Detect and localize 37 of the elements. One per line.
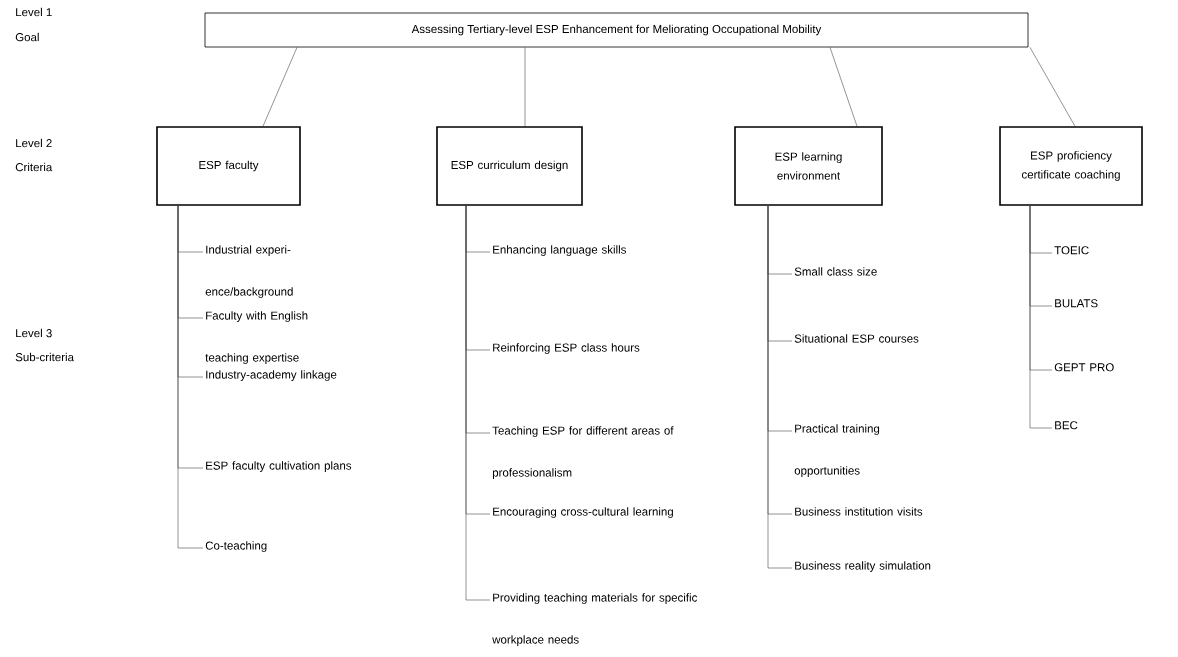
tree-line bbox=[177, 205, 204, 549]
sub-criterion-text: BEC bbox=[1055, 421, 1078, 430]
tree-line bbox=[524, 47, 526, 127]
level-label: Level 3 bbox=[16, 328, 52, 338]
criteria-box: ESP proficiency certificate coaching bbox=[999, 126, 1143, 206]
sub-criterion-text: Providing teaching materials for specific workplace needs bbox=[492, 593, 698, 646]
sub-criterion-text: Situational ESP courses bbox=[794, 334, 919, 343]
sub-criterion-text: Small class size bbox=[794, 267, 877, 276]
criteria-box: ESP faculty bbox=[156, 126, 301, 206]
tree-line bbox=[1029, 47, 1076, 127]
sub-criterion-text: Industrial experi- ence/background bbox=[205, 245, 293, 298]
tree-line bbox=[1029, 205, 1053, 429]
sub-criterion-text: ESP faculty cultivation plans bbox=[206, 461, 352, 472]
sub-criterion-text: BULATS bbox=[1055, 299, 1098, 308]
sub-criterion-text: TOEIC bbox=[1054, 246, 1089, 255]
sub-criterion-text: Reinforcing ESP class hours bbox=[493, 343, 640, 354]
sub-criterion-text: Faculty with English teaching expertise bbox=[205, 311, 308, 364]
goal-box: Assessing Tertiary-level ESP Enhancement for Meliorating Occupational Mobility bbox=[204, 12, 1029, 48]
sub-criterion-text: Practical training opportunities bbox=[794, 424, 880, 477]
level-label: Level 1 bbox=[16, 7, 52, 17]
criteria-box: ESP curriculum design bbox=[436, 126, 583, 206]
sub-criterion-text: Industry-academy linkage bbox=[206, 370, 337, 381]
tree-line bbox=[262, 47, 298, 127]
level-label: Goal bbox=[15, 32, 39, 42]
sub-criterion-text: Business reality simulation bbox=[795, 561, 931, 572]
sub-criterion-text: Teaching ESP for different areas of professionalism bbox=[492, 426, 674, 479]
sub-criterion-text: Encouraging cross-cultural learning bbox=[493, 507, 673, 518]
tree-line bbox=[829, 47, 858, 127]
level-label: Level 2 bbox=[16, 138, 52, 148]
level-label: Sub-criteria bbox=[15, 352, 74, 362]
criteria-box: ESP learning environment bbox=[734, 126, 883, 206]
sub-criterion-text: GEPT PRO bbox=[1054, 363, 1114, 372]
sub-criterion-text: Enhancing language skills bbox=[493, 245, 626, 256]
level-label: Criteria bbox=[15, 162, 53, 172]
tree-line bbox=[465, 205, 491, 601]
sub-criterion-text: Co-teaching bbox=[205, 541, 267, 552]
sub-criterion-text: Business institution visits bbox=[795, 507, 923, 516]
